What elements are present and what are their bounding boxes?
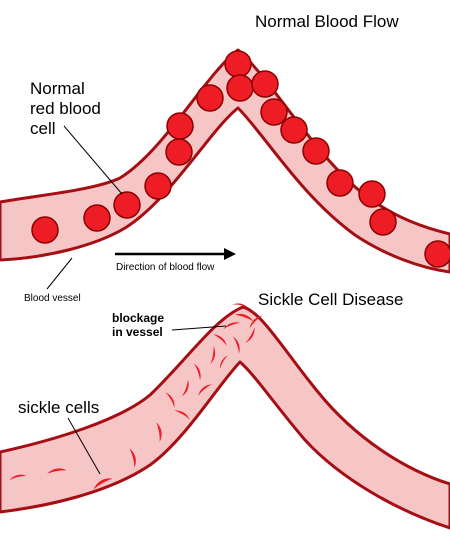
red-blood-cell <box>31 216 59 244</box>
sickle-cell <box>181 379 189 397</box>
sickle-cell <box>174 410 190 420</box>
blockage-label-line2: in vessel <box>112 325 163 339</box>
red-blood-cell <box>326 169 354 197</box>
red-blood-cell <box>165 138 193 166</box>
red-blood-cell <box>280 116 308 144</box>
red-blood-cell <box>196 84 224 112</box>
sickle-cell <box>219 355 228 369</box>
sickle-cell <box>198 384 212 396</box>
sickle-cells-label: sickle cells <box>18 398 99 417</box>
sickle-cell <box>165 392 175 408</box>
red-blood-cell <box>83 204 111 232</box>
sickle-cell <box>210 346 216 364</box>
normal-cell-label-line2: red blood <box>30 99 101 118</box>
blood-vessel-pointer <box>46 257 73 290</box>
red-blood-cell <box>113 191 141 219</box>
sickle-cell <box>156 422 162 442</box>
red-blood-cell <box>424 240 450 268</box>
sickle-cell <box>232 303 248 308</box>
red-blood-cell <box>224 50 252 78</box>
normal-cell-label-line1: Normal <box>30 79 85 98</box>
red-blood-cell <box>166 112 194 140</box>
sickle-cell <box>47 468 67 474</box>
blockage-pointer <box>171 325 227 331</box>
red-blood-cell <box>302 137 330 165</box>
red-blood-cell <box>226 74 254 102</box>
red-blood-cell <box>251 70 279 98</box>
sickle-cell <box>245 327 255 343</box>
sickle-vessel-body <box>0 305 450 530</box>
sickle-cell <box>234 313 254 322</box>
normal-red-blood-cells <box>31 50 450 268</box>
normal-cell-pointer <box>63 125 123 195</box>
normal-title: Normal Blood Flow <box>255 12 399 31</box>
sickle-cells-pointer <box>67 417 101 475</box>
blood-vessel-label: Blood vessel <box>24 293 81 304</box>
sickle-cell <box>193 363 201 381</box>
red-blood-cell <box>144 172 172 200</box>
sickle-cell <box>93 478 113 490</box>
sickle-cell <box>232 336 240 354</box>
sickle-cell <box>129 448 136 468</box>
blockage-label-line1: blockage <box>112 311 164 325</box>
sickle-cell <box>223 322 241 330</box>
red-blood-cell <box>260 98 288 126</box>
flow-direction-arrowhead <box>224 248 236 260</box>
flow-direction-label: Direction of blood flow <box>116 262 215 273</box>
normal-cell-label-line3: cell <box>30 119 56 138</box>
sickle-vessel <box>0 305 450 530</box>
red-blood-cell <box>369 208 397 236</box>
sickle-cell <box>9 474 27 481</box>
red-blood-cell <box>358 180 386 208</box>
sickle-cell <box>249 315 263 329</box>
sickle-title: Sickle Cell Disease <box>258 290 404 309</box>
